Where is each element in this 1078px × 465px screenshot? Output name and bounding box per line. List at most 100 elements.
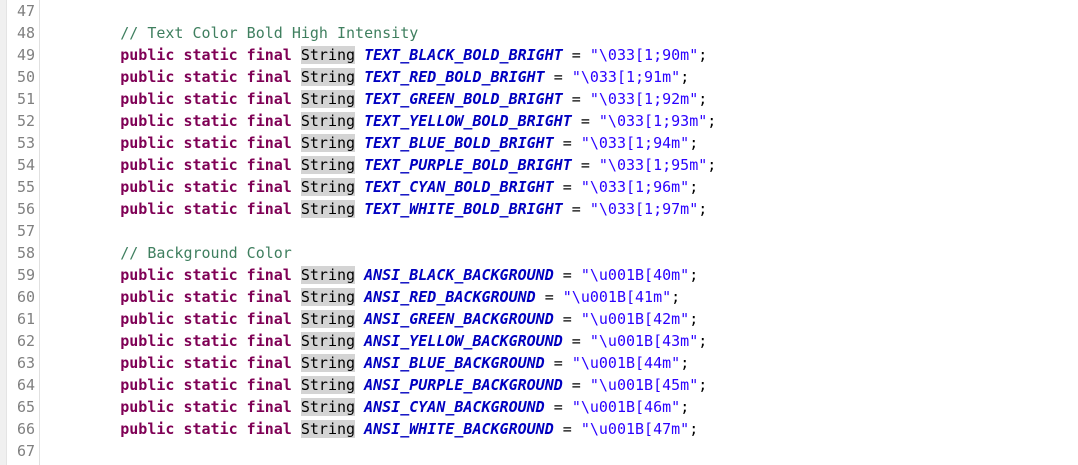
line-number: 57 [16, 222, 35, 240]
code-line[interactable]: public static final String TEXT_PURPLE_B… [40, 154, 1078, 176]
token-string: "\u001B[40m" [580, 266, 690, 284]
token-field: ANSI_BLACK_BACKGROUND [364, 266, 554, 284]
token-plain [355, 200, 364, 218]
line-number: 63 [16, 354, 35, 372]
token-plain [292, 90, 301, 108]
token-plain [355, 178, 364, 196]
line-number: 60 [16, 288, 35, 306]
line-number: 62 [16, 332, 35, 350]
token-field: TEXT_PURPLE_BOLD_BRIGHT [364, 156, 572, 174]
token-indent [48, 134, 120, 152]
token-field: ANSI_PURPLE_BACKGROUND [364, 376, 563, 394]
token-keyword: public static final [120, 398, 292, 416]
token-op: = [535, 288, 563, 306]
code-line[interactable]: public static final String TEXT_GREEN_BO… [40, 88, 1078, 110]
token-string: "\u001B[41m" [562, 288, 672, 306]
token-type: String [300, 134, 356, 152]
token-indent [48, 288, 120, 306]
token-keyword: public static final [120, 420, 292, 438]
token-indent [48, 376, 120, 394]
token-op: = [562, 376, 590, 394]
code-line[interactable]: // Text Color Bold High Intensity [40, 22, 1078, 44]
code-line[interactable]: public static final String ANSI_BLUE_BAC… [40, 352, 1078, 374]
token-indent [48, 398, 120, 416]
token-op: = [571, 156, 599, 174]
line-number: 65 [16, 398, 35, 416]
token-type: String [300, 90, 356, 108]
code-line[interactable]: public static final String TEXT_WHITE_BO… [40, 198, 1078, 220]
token-plain: ; [698, 90, 708, 108]
token-op: = [544, 68, 572, 86]
token-plain [355, 266, 364, 284]
token-plain: ; [689, 134, 699, 152]
code-line[interactable] [40, 220, 1078, 242]
token-string: "\033[1;92m" [589, 90, 699, 108]
token-field: TEXT_GREEN_BOLD_BRIGHT [364, 90, 563, 108]
token-plain: ; [671, 288, 681, 306]
token-plain [355, 354, 364, 372]
token-string: "\033[1;91m" [571, 68, 681, 86]
code-line[interactable]: public static final String TEXT_YELLOW_B… [40, 110, 1078, 132]
code-line[interactable]: public static final String TEXT_BLUE_BOL… [40, 132, 1078, 154]
token-field: ANSI_CYAN_BACKGROUND [364, 398, 545, 416]
code-line[interactable]: public static final String TEXT_RED_BOLD… [40, 66, 1078, 88]
token-keyword: public static final [120, 310, 292, 328]
line-number: 48 [16, 24, 35, 42]
token-plain [355, 46, 364, 64]
code-line[interactable]: public static final String TEXT_CYAN_BOL… [40, 176, 1078, 198]
token-plain [355, 68, 364, 86]
token-string: "\033[1;96m" [580, 178, 690, 196]
token-indent [48, 46, 120, 64]
token-string: "\033[1;97m" [589, 200, 699, 218]
token-op: = [553, 310, 581, 328]
line-number: 53 [16, 134, 35, 152]
token-plain [292, 398, 301, 416]
annotation-ruler[interactable] [0, 0, 7, 465]
line-number: 61 [16, 310, 35, 328]
token-plain [292, 288, 301, 306]
line-number: 56 [16, 200, 35, 218]
token-string: "\u001B[45m" [589, 376, 699, 394]
token-field: TEXT_YELLOW_BOLD_BRIGHT [364, 112, 572, 130]
token-plain [292, 354, 301, 372]
line-number: 47 [16, 2, 35, 20]
token-keyword: public static final [120, 112, 292, 130]
code-line[interactable]: public static final String ANSI_RED_BACK… [40, 286, 1078, 308]
line-number: 51 [16, 90, 35, 108]
token-indent [48, 156, 120, 174]
token-op: = [562, 200, 590, 218]
line-number: 58 [16, 244, 35, 262]
code-line[interactable]: public static final String ANSI_BLACK_BA… [40, 264, 1078, 286]
code-line[interactable]: public static final String TEXT_BLACK_BO… [40, 44, 1078, 66]
token-type: String [300, 376, 356, 394]
code-line[interactable]: public static final String ANSI_CYAN_BAC… [40, 396, 1078, 418]
code-line[interactable] [40, 440, 1078, 462]
token-keyword: public static final [120, 376, 292, 394]
code-line[interactable]: public static final String ANSI_GREEN_BA… [40, 308, 1078, 330]
token-plain [292, 332, 301, 350]
token-plain [355, 90, 364, 108]
token-keyword: public static final [120, 90, 292, 108]
token-field: TEXT_BLACK_BOLD_BRIGHT [364, 46, 563, 64]
token-plain [355, 398, 364, 416]
line-number: 50 [16, 68, 35, 86]
token-string: "\033[1;94m" [580, 134, 690, 152]
token-type: String [300, 156, 356, 174]
token-op: = [562, 90, 590, 108]
token-plain [355, 112, 364, 130]
code-line[interactable] [40, 0, 1078, 22]
line-number: 64 [16, 376, 35, 394]
code-line[interactable]: public static final String ANSI_YELLOW_B… [40, 330, 1078, 352]
token-keyword: public static final [120, 46, 292, 64]
code-text-area[interactable]: // Text Color Bold High Intensity public… [40, 0, 1078, 465]
token-plain [292, 156, 301, 174]
token-type: String [300, 288, 356, 306]
token-op: = [553, 420, 581, 438]
code-line[interactable]: // Background Color [40, 242, 1078, 264]
code-line[interactable]: public static final String ANSI_WHITE_BA… [40, 418, 1078, 440]
token-comment: // Background Color [120, 244, 292, 262]
token-indent [48, 112, 120, 130]
line-number: 55 [16, 178, 35, 196]
code-line[interactable]: public static final String ANSI_PURPLE_B… [40, 374, 1078, 396]
